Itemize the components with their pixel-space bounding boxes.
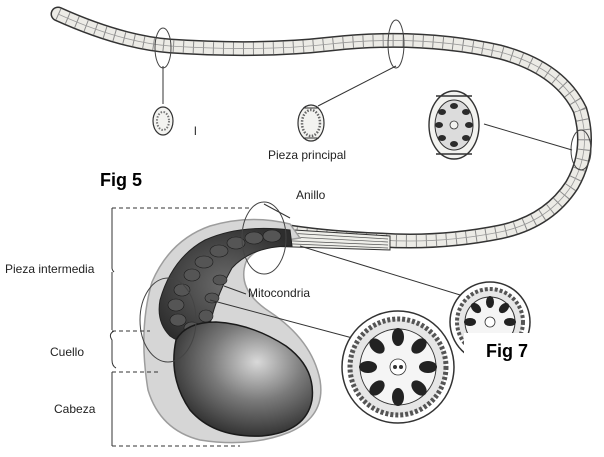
mitocondria-label: Mitocondria <box>248 286 310 300</box>
fig7-tag: Fig 7 <box>464 333 550 372</box>
cross-section-midpiece <box>342 311 454 423</box>
end-piece-label-fragment: l <box>194 124 197 138</box>
pieza-intermedia-label: Pieza intermedia <box>5 262 94 276</box>
anillo-label: Anillo <box>296 188 325 202</box>
cross-section-end-piece <box>153 107 173 135</box>
cross-section-principal-piece-large <box>429 91 479 159</box>
cuello-label: Cuello <box>50 345 84 359</box>
cabeza-label: Cabeza <box>54 402 95 416</box>
cross-section-principal-piece <box>298 105 324 141</box>
pieza-principal-label: Pieza principal <box>268 148 346 162</box>
fig5-tag: Fig 5 <box>100 170 142 191</box>
